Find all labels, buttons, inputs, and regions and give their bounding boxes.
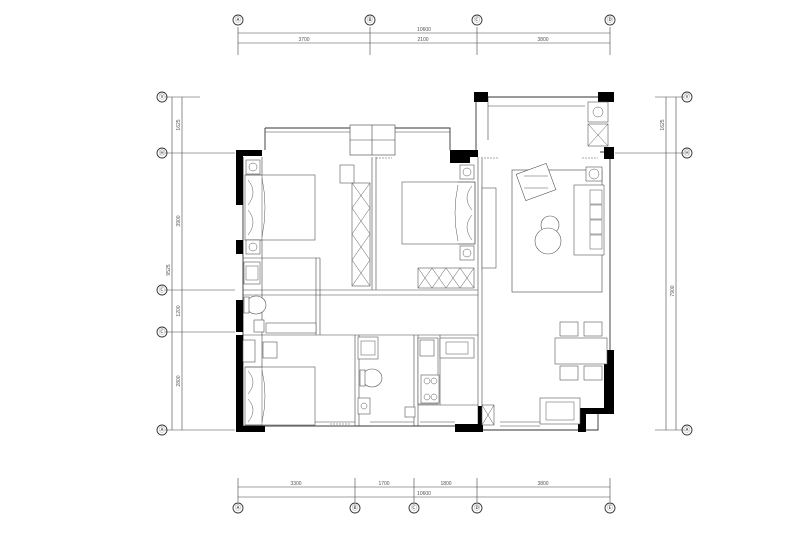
nightstand-3 [262,341,278,359]
dining-chair-4 [583,365,603,381]
bottom-dimension-chain: 3300 1700 1800 3800 10600 [237,478,611,502]
window-sill-2 [481,187,497,269]
vanity-2 [357,336,379,360]
left-dimension-4: 2800 [176,375,182,386]
dining-chair-3 [559,365,579,381]
wall-southeast [578,408,614,432]
wall-north-bedroom [450,150,478,163]
left-axis-label-4: Ⓒ [159,328,165,336]
bed-3 [244,366,316,426]
nightstand-1a [245,159,261,175]
dining-area-furniture [539,321,608,425]
bottom-axis-label-1: Ⓐ [235,504,241,512]
left-axis-label-1: Ⓥ [159,93,165,101]
wall-west-segment-2 [236,300,243,332]
top-axis-label-2: Ⓑ [367,16,373,24]
dining-chair-1 [559,321,579,337]
left-axis-label-3: Ⓒ [159,286,165,294]
left-total-dimension: 9525 [166,264,172,275]
wall-east-column [604,147,614,159]
wall-top-right-post [598,92,614,102]
bottom-axis-label-2: Ⓑ [352,504,358,512]
bathroom-1-cabinet [253,319,265,333]
left-dimension-2: 3900 [176,215,182,226]
wall-northeast-post [474,92,488,102]
left-axis-label-5: Ⓐ [159,426,165,434]
wall-east-segment [604,350,614,408]
nightstand-1b [245,239,261,255]
bedroom-1-furniture [244,157,392,287]
desk-1 [339,164,355,184]
kitchen-sink [439,337,475,359]
top-dimension-3: 3800 [537,37,548,43]
bottom-dimension-1: 3300 [290,481,301,487]
bottom-axis-label-3: Ⓒ [411,504,417,512]
top-axis-label-3: Ⓒ [474,16,480,24]
left-axis-label-2: Ⓗ [159,149,165,157]
top-axis-label-4: Ⓓ [607,16,613,24]
refrigerator [419,339,435,357]
bottom-axis-label-4: Ⓓ [474,504,480,512]
nightstand-2a [459,164,475,180]
wall-southwest [236,335,265,432]
bathroom-2-fixtures [357,336,416,418]
top-dimension-chain: 10600 3700 2100 3800 [237,27,611,55]
top-axis-markers: Ⓐ Ⓑ Ⓒ Ⓓ [232,14,616,26]
wall-south-kitchen [455,406,483,432]
balcony-fixtures [484,101,609,159]
nightstand-2b [459,245,475,261]
cooktop [420,374,440,404]
bed-1 [244,174,316,241]
living-room-furniture [515,162,605,256]
right-total-dimension: 7900 [670,285,676,296]
bathroom-1-fixtures [243,261,317,334]
shower-bench-1 [265,322,317,334]
side-table [585,166,603,182]
wall-west-segment [236,240,243,254]
left-dimension-chain: 1625 3900 1200 2800 9525 [165,96,235,431]
right-axis-label-2: Ⓗ [684,149,690,157]
right-axis-label-1: Ⓥ [684,93,690,101]
wardrobe-2 [417,267,475,289]
top-total-dimension: 10600 [417,27,431,33]
armchair [515,162,557,202]
bedroom-2-furniture [401,164,497,289]
right-dimension-chain: 1625 7900 [615,96,684,431]
right-axis-label-3: Ⓐ [684,426,690,434]
right-axis-markers: Ⓥ Ⓗ Ⓐ [681,91,693,436]
right-dimension-1: 1625 [660,119,666,130]
top-dimension-1: 3700 [298,37,309,43]
top-dimension-2: 2100 [417,37,428,43]
bottom-axis-label-5: Ⓔ [607,504,613,512]
sideboard [539,397,581,425]
dining-table [554,337,608,365]
bottom-dimension-3: 1800 [440,481,451,487]
bottom-dimension-4: 3800 [537,481,548,487]
left-dimension-1: 1625 [176,119,182,130]
dining-chair-2 [583,321,603,337]
left-axis-markers: Ⓥ Ⓗ Ⓒ Ⓒ Ⓐ [156,91,168,436]
kitchen-fixtures [417,337,495,426]
vanity-1 [243,261,261,285]
balcony-cabinet [587,101,609,123]
coffee-table-2 [534,227,562,255]
solid-walls [236,92,614,432]
top-axis-label-1: Ⓐ [235,16,241,24]
washing-machine [357,397,371,415]
bathroom-2-shelf [404,406,416,418]
left-dimension-3: 1200 [176,305,182,316]
wardrobe-1 [351,182,371,287]
bottom-dimension-2: 1700 [378,481,389,487]
bedroom-3-furniture [242,339,350,426]
bottom-total-dimension: 10600 [417,491,431,497]
bed-2 [401,181,476,245]
wall-northwest [236,150,262,205]
dresser-3 [242,339,256,363]
bottom-axis-markers: Ⓐ Ⓑ Ⓒ Ⓓ Ⓔ [232,502,616,514]
